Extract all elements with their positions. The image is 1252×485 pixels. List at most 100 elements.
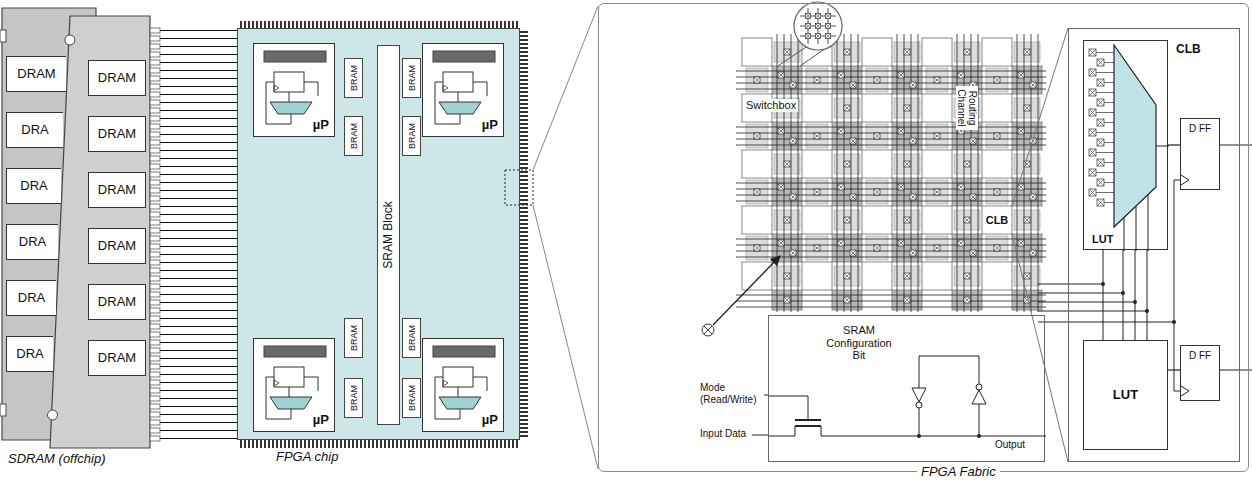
connection-box [894, 154, 920, 174]
chip-pin [256, 21, 258, 28]
sram-bit-cross [904, 273, 910, 279]
routing-wire [1031, 34, 1032, 312]
chip-pin [328, 440, 330, 448]
sram-bit-cross [958, 72, 964, 78]
chip-pin [520, 63, 528, 65]
bram-block: BRAM [344, 318, 363, 358]
connection-box [834, 154, 860, 174]
sram-bit-cross [838, 72, 844, 78]
chip-pin [392, 440, 394, 448]
routing-wire [851, 34, 852, 312]
processor-bar [264, 346, 326, 357]
clb-wire [1147, 250, 1148, 340]
chip-pin [520, 103, 528, 105]
processor-block: µP [422, 338, 504, 432]
inverter-bubble [916, 402, 922, 408]
sram-bit-cross [1089, 69, 1096, 76]
memory-bus-wire [160, 406, 237, 407]
fpga-chip: FPGA chipµPBRAMBRAMSRAM BlockBRAMBRAMµPµ… [237, 28, 520, 440]
sram-bit [994, 245, 1000, 251]
chip-pin [520, 159, 528, 161]
connection-box [926, 68, 948, 92]
chip-pin [316, 21, 318, 28]
sram-bit-cross [826, 14, 831, 19]
chip-pin [520, 199, 528, 201]
connection-box [866, 124, 888, 148]
flip-flop-label: D FF [1189, 350, 1211, 362]
sram-bit [1097, 199, 1104, 206]
memory-bus-wire [160, 110, 237, 111]
zoom-line [1012, 28, 1068, 206]
select-wire [1148, 195, 1149, 251]
module-pin [150, 404, 160, 409]
sram-bit-cross [910, 250, 916, 256]
chip-pin [452, 21, 454, 28]
chip-pin [472, 440, 474, 448]
sram-bit-cross [838, 184, 844, 190]
processor-wire [289, 387, 290, 397]
clock-symbol [274, 85, 279, 91]
chip-pin [520, 391, 528, 393]
sram-bit-cross [778, 128, 784, 134]
bram-block: BRAM [402, 378, 421, 418]
sram-bit [1018, 72, 1024, 78]
sram-bit-cross [958, 184, 964, 190]
processor-bar [433, 51, 495, 62]
chip-pin [504, 21, 506, 28]
sram-bit-cross [1030, 250, 1036, 256]
connection-box [1014, 98, 1040, 118]
sram-bit-cross [1097, 199, 1104, 206]
sram-bit-cross [850, 250, 856, 256]
lut-block: LUT [1083, 340, 1168, 450]
sram-bit-cross [964, 49, 970, 55]
sram-bit [1024, 273, 1030, 279]
bram-block: BRAM [402, 58, 421, 98]
chip-pin [372, 21, 374, 28]
connection-box [954, 266, 980, 286]
chip-pin [268, 440, 270, 448]
connection-box [954, 154, 980, 174]
sram-bit-cross [838, 128, 844, 134]
sram-bit-cross [1097, 79, 1104, 86]
chip-pin [356, 21, 358, 28]
chip-pin [268, 21, 270, 28]
module-pin [150, 108, 160, 113]
connection-box [1014, 210, 1040, 230]
clb-cell [802, 262, 832, 290]
chip-pin [520, 135, 528, 137]
sram-bit-cross [904, 161, 910, 167]
sram-bit-cross [814, 77, 820, 83]
chip-pin [520, 187, 528, 189]
memory-bus-wire [160, 342, 237, 343]
sram-bit [838, 128, 844, 134]
chip-pin [520, 367, 528, 369]
sram-bit-cross [904, 49, 910, 55]
chip-pin [480, 440, 482, 448]
sram-bit-cross [1030, 82, 1036, 88]
sram-bit [806, 14, 811, 19]
chip-pin [520, 111, 528, 113]
sram-bit-cross [850, 82, 856, 88]
sram-bit-cross [1089, 149, 1096, 156]
module-pin [150, 276, 160, 281]
module-pin [150, 220, 160, 225]
zoom-line [533, 205, 598, 469]
switchbox [892, 66, 922, 94]
memory-bus-wire [160, 270, 237, 271]
clb-block-label: CLB [1176, 43, 1201, 57]
lut-wire [1104, 162, 1114, 163]
clock-symbol [443, 380, 448, 386]
sram-bit [1018, 240, 1024, 246]
chip-pin [332, 21, 334, 28]
sram-bit-cross [1097, 59, 1104, 66]
sram-bit-cross [806, 34, 811, 39]
sram-bit-cross [934, 133, 940, 139]
sram-bit [850, 194, 856, 200]
sram-bit [1024, 105, 1030, 111]
memory-bus-wire [160, 246, 237, 247]
sram-bit-cross [904, 297, 910, 303]
sram-bit-cross [934, 245, 940, 251]
chip-pin [520, 379, 528, 381]
sram-bit-cross [844, 49, 850, 55]
chip-pin [440, 21, 442, 28]
